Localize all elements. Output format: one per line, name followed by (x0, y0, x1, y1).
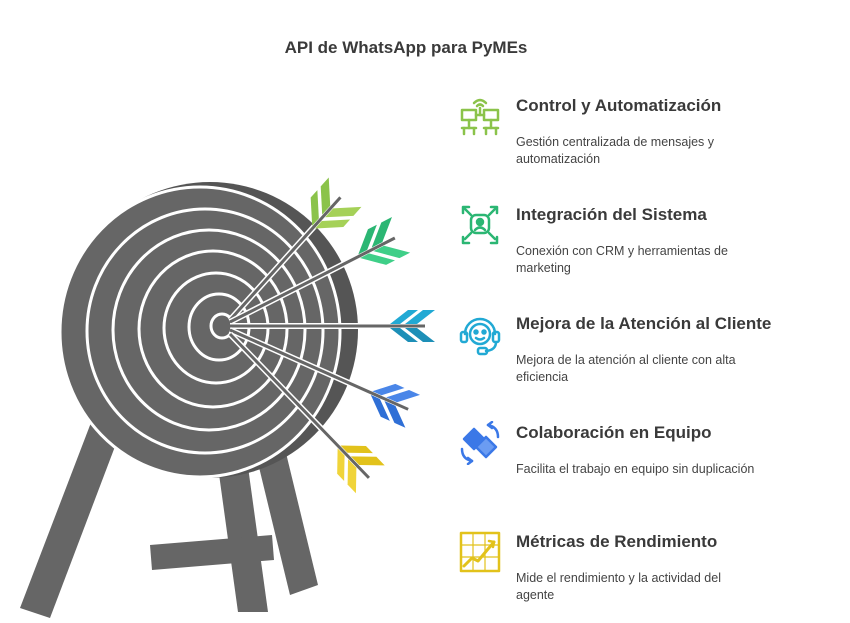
arrow-2 (228, 217, 411, 325)
feature-title: Colaboración en Equipo (516, 423, 712, 442)
team-collaboration-icon (460, 421, 500, 465)
feature-description: Conexión con CRM y herramientas de marke… (516, 244, 728, 275)
feature-description: Gestión centralizada de mensajes y autom… (516, 135, 715, 166)
integration-hub-icon (461, 205, 499, 245)
feature-title: Métricas de Rendimiento (516, 532, 718, 551)
stand-leg-left (20, 420, 122, 618)
control-panel-icon (460, 98, 500, 136)
feature-description: Mejora de la atención al cliente con alt… (516, 353, 736, 384)
feature-title: Mejora de la Atención al Cliente (516, 314, 772, 333)
stand-crossbar (150, 535, 274, 570)
page-title: API de WhatsApp para PyMEs (284, 38, 528, 57)
feature-title: Integración del Sistema (516, 205, 707, 224)
arrows (227, 177, 435, 494)
performance-chart-icon (459, 531, 501, 573)
target-face (58, 185, 342, 479)
stand-leg-center (215, 445, 268, 612)
feature-description: Facilita el trabajo en equipo sin duplic… (516, 462, 755, 476)
arrow-5 (227, 331, 385, 494)
arrow-1 (227, 177, 362, 323)
customer-support-icon (459, 317, 501, 356)
feature-title: Control y Automatización (516, 96, 722, 115)
arrow-4 (228, 327, 421, 428)
feature-description: Mide el rendimiento y la actividad del a… (516, 571, 721, 602)
arrow-3 (230, 310, 435, 342)
